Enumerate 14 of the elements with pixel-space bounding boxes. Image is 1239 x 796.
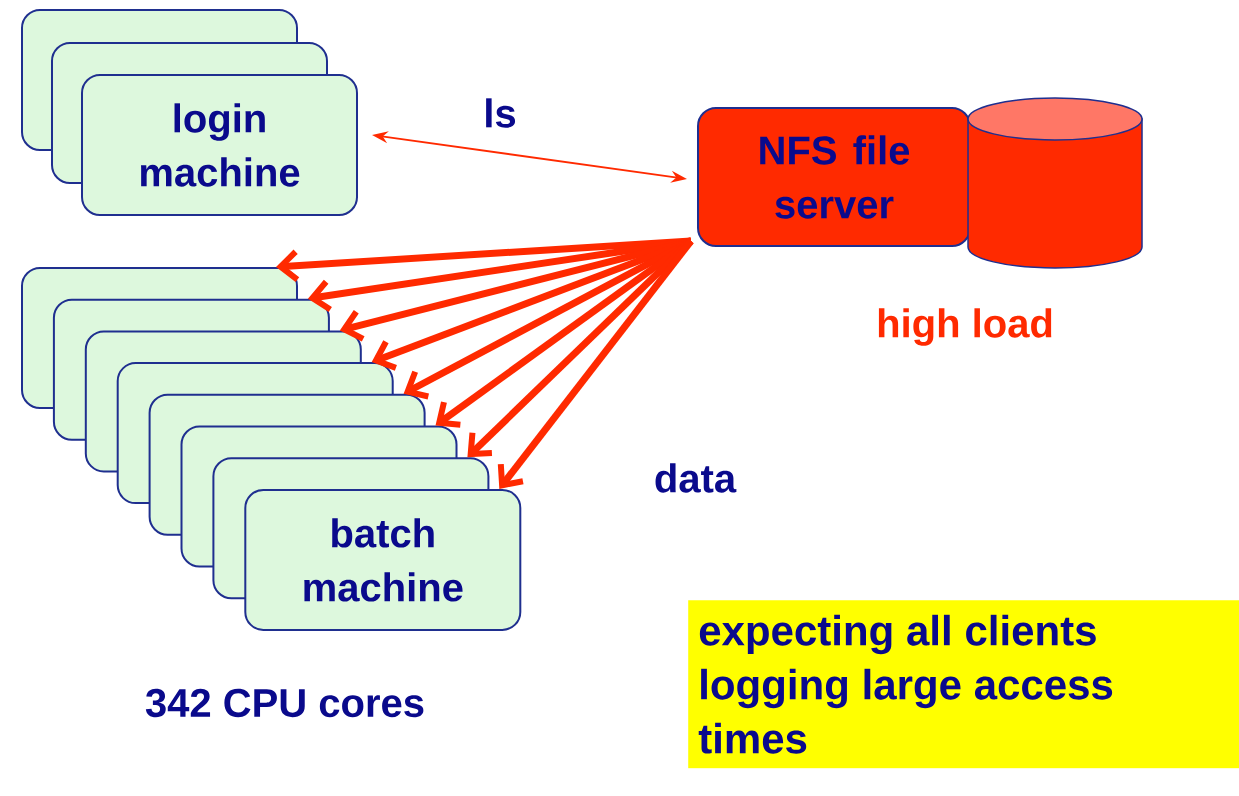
arrow [339, 237, 692, 342]
arrow [497, 238, 694, 489]
edge-label: ls [486, 98, 516, 128]
caption-text: 342 CPU cores [145, 688, 424, 718]
arrow [467, 238, 694, 458]
note-box: expecting all clients logging large access times [688, 600, 1239, 769]
server-box: NFS file server [697, 107, 971, 247]
machine-card: login machine [81, 74, 358, 216]
machine-card: batch machine [244, 488, 522, 631]
arrow [307, 237, 692, 312]
caption-text: data [655, 463, 737, 493]
arrow [403, 237, 693, 400]
caption-text: high load [878, 308, 1052, 346]
disk-cylinder [967, 97, 1143, 269]
